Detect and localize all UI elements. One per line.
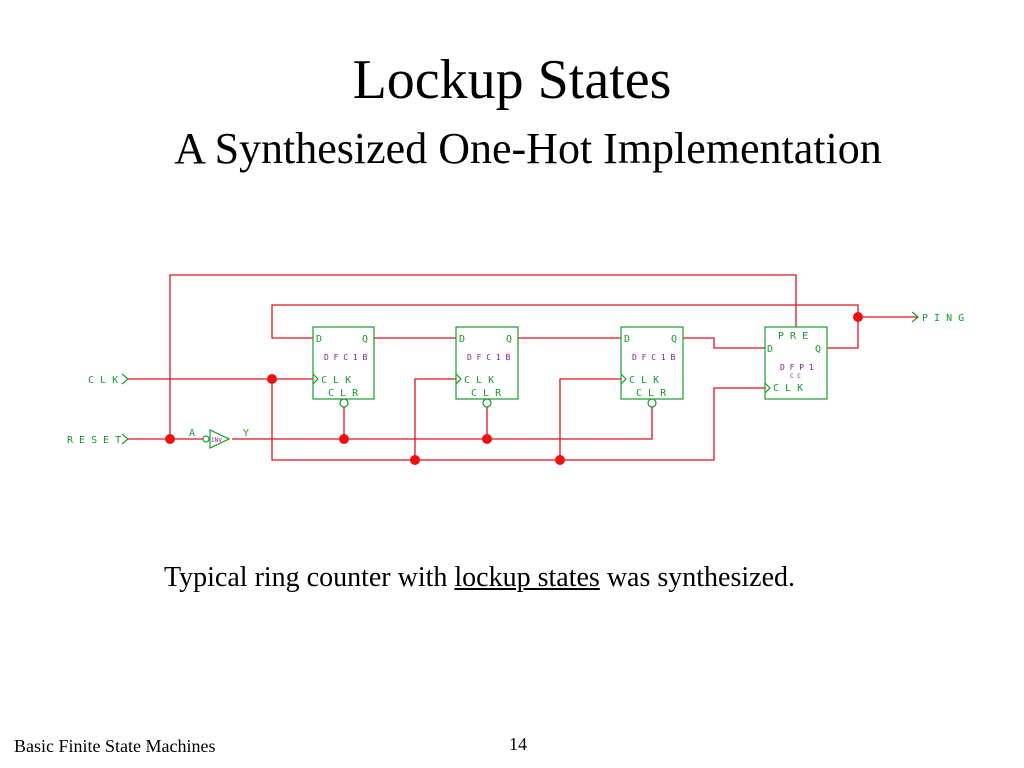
reset-port-arrow xyxy=(121,433,129,445)
footer-course-title: Basic Finite State Machines xyxy=(14,736,216,756)
inverter-in-label: A xyxy=(189,428,195,439)
ff4-d-pin: D xyxy=(767,344,773,355)
junction-dot xyxy=(853,312,863,322)
ff4-clk-pin: C L K xyxy=(773,383,803,394)
slide-title: Lockup States xyxy=(352,49,672,111)
caption-text-before: Typical ring counter with xyxy=(164,562,455,593)
clk-ff3-wire xyxy=(559,378,621,460)
ff1-clr-pin: C L R xyxy=(328,388,359,399)
ff1-clk-pin: C L K xyxy=(321,375,351,386)
ff3-q-pin: Q xyxy=(671,334,677,345)
ff2-clk-pin: C L K xyxy=(464,375,494,386)
clk-distribution xyxy=(271,379,765,461)
flipflop-2: D Q D F C 1 B C L K C L R xyxy=(455,326,519,408)
ping-port-arrow xyxy=(911,311,919,323)
ff4-sub: C C xyxy=(790,373,801,380)
reset-port-label: R E S E T xyxy=(67,435,121,446)
ff3-clr-pin: C L R xyxy=(636,388,667,399)
junction-dot xyxy=(555,455,565,465)
page-number: 14 xyxy=(509,734,527,754)
ff4-type: D F P 1 xyxy=(780,363,814,372)
ff1-type: D F C 1 B xyxy=(324,353,368,362)
ff1-d-pin: D xyxy=(316,334,322,345)
ff2-type: D F C 1 B xyxy=(467,353,511,362)
junction-dot xyxy=(482,434,492,444)
slide-subtitle: A Synthesized One-Hot Implementation xyxy=(174,124,882,173)
ff3-type: D F C 1 B xyxy=(632,353,676,362)
clk-ff2-wire xyxy=(414,378,456,460)
flipflop-1: D Q D F C 1 B C L K C L R xyxy=(312,326,375,408)
feedback-wire xyxy=(271,304,859,339)
q4-out-wire xyxy=(827,316,918,349)
junction-dot xyxy=(410,455,420,465)
ff2-q-pin: Q xyxy=(506,334,512,345)
inverter-type: INV xyxy=(211,437,222,444)
clk-port-label: C L K xyxy=(88,375,118,386)
slide-caption: Typical ring counter with lockup states … xyxy=(164,561,795,595)
inverter-out-label: Y xyxy=(243,428,249,439)
junction-dot xyxy=(267,374,277,384)
ff2-d-pin: D xyxy=(459,334,465,345)
junction-dot xyxy=(339,434,349,444)
flipflop-4: P R E D Q D F P 1 C C C L K xyxy=(764,326,828,400)
ff3-clk-pin: C L K xyxy=(629,375,659,386)
q3-d4-wire xyxy=(683,337,765,349)
clk-port-arrow xyxy=(121,373,129,385)
wires xyxy=(128,274,918,461)
junction-dot xyxy=(165,434,175,444)
ff4-pre-pin: P R E xyxy=(778,331,808,342)
ff1-q-pin: Q xyxy=(362,334,368,345)
caption-text-after: was synthesized. xyxy=(599,562,796,593)
inverter-gate: INV A Y xyxy=(189,428,249,449)
lockup-states-link[interactable]: lockup states xyxy=(454,562,600,593)
ff4-q-pin: Q xyxy=(815,344,821,355)
ff3-d-pin: D xyxy=(624,334,630,345)
ping-port-label: P I N G xyxy=(922,313,964,324)
ff2-clr-pin: C L R xyxy=(471,388,502,399)
preset-wire xyxy=(169,274,797,439)
flipflop-3: D Q D F C 1 B C L K C L R xyxy=(620,326,684,408)
clear-wire xyxy=(232,406,653,440)
